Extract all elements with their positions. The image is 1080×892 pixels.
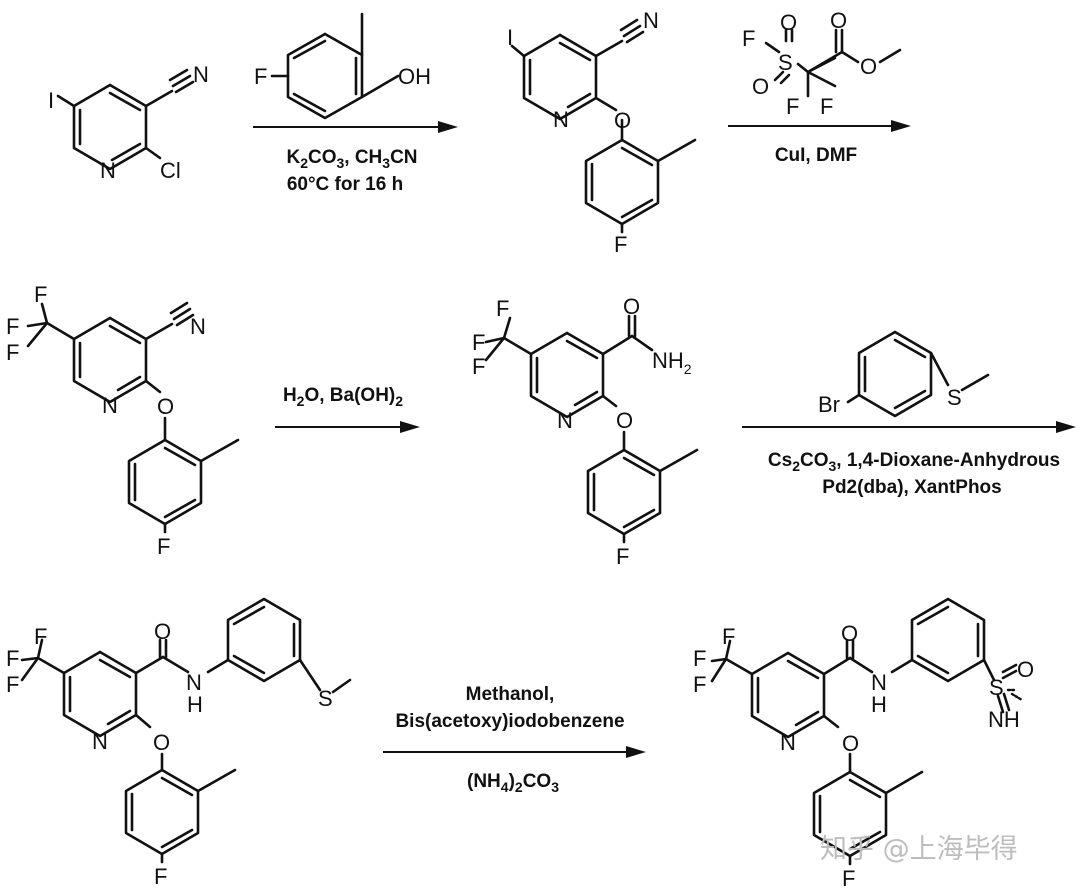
reagent-f: F [254, 64, 267, 89]
conditions-4-line1: Cs2CO3, 1,4-Dioxane-Anhydrous [768, 450, 1060, 474]
reaction-arrow-1 [253, 121, 458, 133]
reag2-f: F [742, 26, 755, 51]
conditions-3: H2O, Ba(OH)2 [283, 385, 403, 409]
atom-n-nitrile: N [193, 62, 209, 87]
starting-material-pyridine: I N N Cl [48, 62, 209, 183]
int2-o: O [157, 394, 174, 419]
reag2-o3: O [830, 8, 847, 33]
reaction-arrow-4 [742, 421, 1076, 433]
reag4-s: S [947, 385, 962, 410]
int3-nh2: NH2 [652, 348, 692, 377]
int1-o: O [614, 108, 631, 133]
reag2-f3: F [820, 94, 833, 119]
int4-n: N [186, 670, 202, 695]
prod-h: H [871, 692, 887, 717]
reag2-o2: O [752, 74, 769, 99]
int4-n-ring: N [92, 729, 108, 754]
reag2-o1: O [780, 10, 797, 35]
reag2-s: S [778, 50, 793, 75]
prod-f2: F [693, 646, 706, 671]
conditions-5-line3: (NH4)2CO3 [467, 771, 559, 795]
int1-n-ring: N [553, 107, 569, 132]
reag2-o4: O [860, 54, 877, 79]
prod-n: N [871, 670, 887, 695]
prod-f3: F [693, 672, 706, 697]
prod-o: O [842, 731, 859, 756]
int3-o: O [616, 408, 633, 433]
prod-f: F [842, 866, 855, 891]
atom-cl: Cl [160, 158, 181, 183]
prod-o-sulfoximine: O [1017, 657, 1034, 682]
conditions-5-line1: Methanol, [466, 684, 555, 705]
reagent-oh: OH [398, 64, 431, 89]
int2-f2: F [6, 314, 19, 339]
int3-f2: F [472, 330, 485, 355]
intermediate-2: F F F N N O F [6, 282, 240, 559]
int4-o-carbonyl: O [154, 619, 171, 644]
prod-n-ring: N [780, 730, 796, 755]
int4-s: S [318, 686, 333, 711]
int4-o: O [153, 730, 170, 755]
int4-f2: F [6, 646, 19, 671]
int3-f1: F [496, 296, 509, 321]
int4-h: H [187, 692, 203, 717]
intermediate-1: I N N O F [507, 8, 697, 257]
int2-f3: F [6, 340, 19, 365]
reaction-arrow-2 [728, 120, 911, 132]
reaction-arrow-3 [275, 421, 420, 433]
prod-nh: NH [988, 707, 1020, 732]
int3-f: F [616, 544, 629, 569]
int3-n-ring: N [557, 408, 573, 433]
conditions-5-line2: Bis(acetoxy)iodobenzene [395, 711, 624, 732]
atom-n-ring: N [100, 158, 116, 183]
prod-f1: F [722, 624, 735, 649]
int3-f3: F [472, 354, 485, 379]
reaction-arrow-5 [383, 746, 646, 758]
int2-n-ring: N [102, 393, 118, 418]
reag4-br: Br [818, 392, 840, 417]
int3-o-carbonyl: O [623, 294, 640, 319]
intermediate-4: F F F O N H N O F S [6, 597, 352, 889]
conditions-2: CuI, DMF [775, 145, 857, 166]
prod-s: S [989, 675, 1004, 700]
reagent-phenol: F OH [254, 12, 431, 120]
reagent-bromothioanisole: Br S [818, 330, 990, 418]
int4-f3: F [6, 672, 19, 697]
watermark-text: 知乎 @上海毕得 [820, 834, 1018, 865]
intermediate-3: F F F O NH2 N O F [472, 294, 699, 569]
int2-f1: F [34, 282, 47, 307]
int2-f: F [157, 534, 170, 559]
reagent-sulfonyl-ester: F S O O O O F F [742, 8, 902, 119]
conditions-4-line2: Pd2(dba), XantPhos [822, 477, 1001, 498]
reag2-f2: F [786, 94, 799, 119]
conditions-1-line1: K2CO3, CH3CN [286, 147, 417, 171]
conditions-1-line2: 60°C for 16 h [287, 174, 403, 195]
int1-n-nitrile: N [643, 8, 659, 33]
prod-o-carbonyl: O [841, 621, 858, 646]
int1-f: F [614, 232, 627, 257]
int1-i: I [507, 25, 513, 50]
final-product: F F F O N H N O F S O NH [693, 597, 1034, 891]
int2-n-nitrile: N [190, 314, 206, 339]
int4-f1: F [34, 624, 47, 649]
int4-f: F [154, 864, 167, 889]
atom-i: I [48, 88, 54, 113]
